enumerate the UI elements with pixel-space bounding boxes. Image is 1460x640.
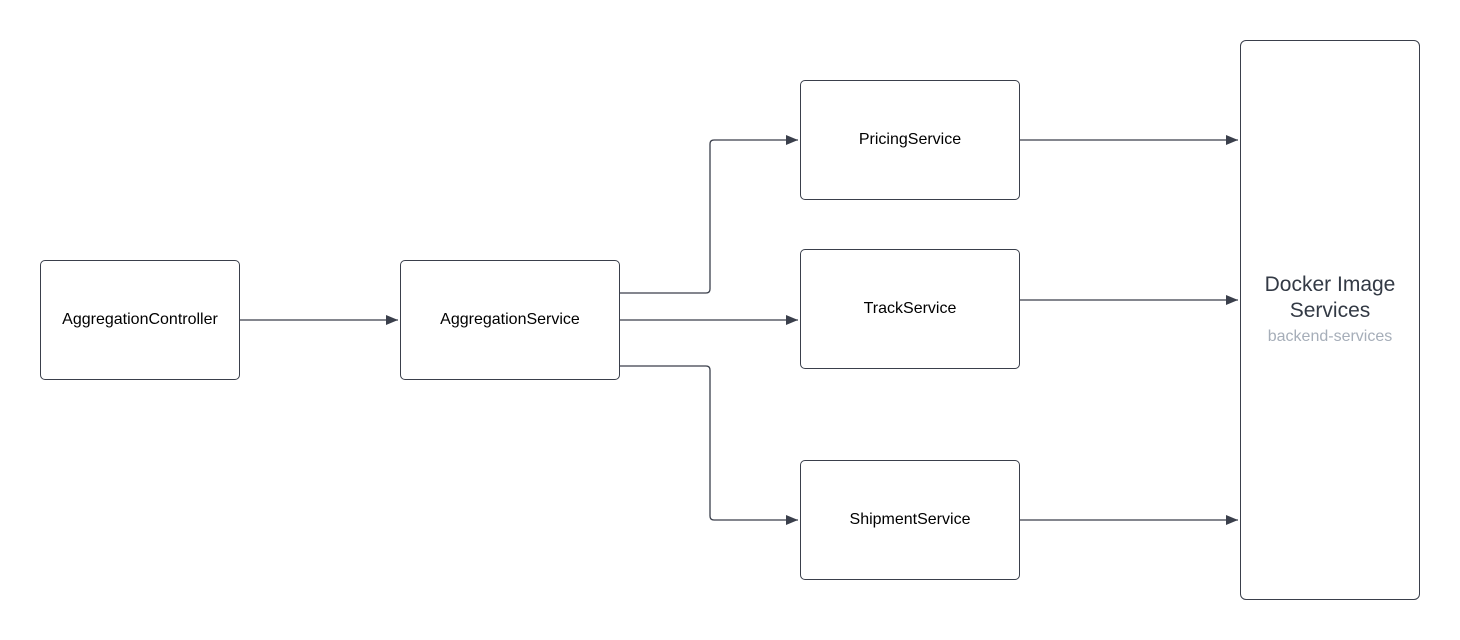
backend-services-subtitle: backend-services [1267,328,1393,345]
docker-image-services-title: Docker Image Services [1264,273,1396,322]
aggregation-service-label: AggregationService [440,311,580,328]
pricing-service-node[interactable]: PricingService [800,80,1020,200]
aggregation-service-node[interactable]: AggregationService [400,260,620,380]
aggregation-controller-node[interactable]: AggregationController [40,260,240,380]
aggregation-controller-label: AggregationController [62,311,218,328]
shipment-service-node[interactable]: ShipmentService [800,460,1020,580]
edge-aggregation-to-shipment [620,365,798,525]
pricing-service-label: PricingService [858,131,962,148]
track-service-label: TrackService [863,300,957,317]
docker-image-services-node[interactable]: Docker Image Services backend-services [1240,40,1420,600]
shipment-service-label: ShipmentService [849,511,971,528]
track-service-node[interactable]: TrackService [800,249,1020,369]
edge-aggregation-to-pricing [620,135,798,294]
